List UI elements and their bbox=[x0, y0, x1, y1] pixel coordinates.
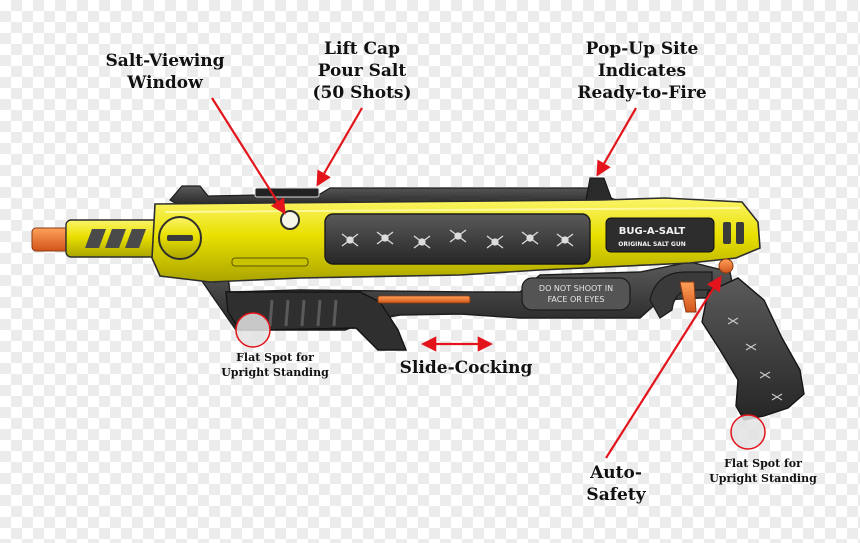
orange-trigger bbox=[679, 281, 697, 313]
fore-grip-ridges bbox=[268, 299, 338, 327]
fly-graphics bbox=[341, 229, 574, 249]
label-lift-cap: Lift Cap Pour Salt (50 Shots) bbox=[312, 39, 412, 103]
brand-name: BUG-A-SALT bbox=[619, 226, 686, 237]
flat-spot-front-marker bbox=[235, 312, 271, 348]
label-slide-cocking: Slide-Cocking bbox=[399, 358, 533, 378]
side-groove bbox=[231, 257, 309, 267]
warning-line-2: FACE OR EYES bbox=[548, 295, 605, 304]
arrow-pop-up-site bbox=[596, 107, 637, 177]
arrow-auto-safety bbox=[605, 275, 722, 459]
brand-tagline: ORIGINAL SALT GUN bbox=[618, 241, 685, 248]
warning-plate bbox=[521, 277, 631, 311]
arrow-salt-window bbox=[211, 97, 286, 215]
body-vent-slots bbox=[723, 222, 744, 244]
grip-fly-graphics bbox=[727, 317, 783, 401]
orange-slide-rail bbox=[377, 295, 471, 304]
auto-safety-button bbox=[718, 258, 734, 274]
side-knob-slot bbox=[167, 235, 193, 241]
warning-line-1: DO NOT SHOOT IN bbox=[539, 284, 613, 293]
lift-cap bbox=[254, 187, 320, 198]
orange-muzzle bbox=[31, 227, 71, 252]
arrow-lift-cap bbox=[316, 107, 363, 187]
flat-spot-rear-marker bbox=[730, 414, 766, 450]
callout-arrows bbox=[211, 97, 722, 459]
barrel-vent-slots bbox=[85, 229, 146, 248]
pistol-grip bbox=[701, 277, 805, 421]
label-salt-viewing-window: Salt-Viewing Window bbox=[105, 51, 225, 93]
body-highlight bbox=[164, 207, 741, 213]
label-pop-up-site: Pop-Up Site Indicates Ready-to-Fire bbox=[577, 39, 707, 103]
brand-badge bbox=[605, 217, 715, 253]
pop-up-sight bbox=[585, 177, 613, 201]
label-auto-safety: Auto- Safety bbox=[586, 463, 646, 505]
label-flat-spot-rear: Flat Spot for Upright Standing bbox=[709, 457, 817, 485]
trigger-guard bbox=[649, 271, 713, 319]
label-flat-spot-front: Flat Spot for Upright Standing bbox=[221, 351, 329, 379]
salt-viewing-window bbox=[280, 210, 300, 230]
